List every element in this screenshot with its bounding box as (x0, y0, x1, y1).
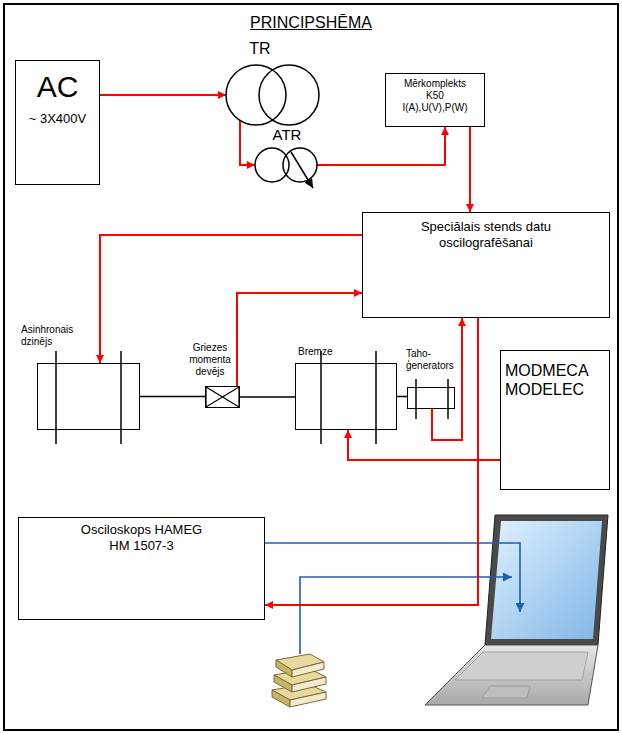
meter-text: Mērkomplekts K50 I(A),U(V),P(W) (397, 74, 473, 114)
source-name: AC (16, 61, 99, 105)
symbol-outline (226, 65, 322, 125)
software-box: MODMECA MODELEC (500, 350, 610, 490)
machine-flange (120, 351, 122, 444)
machine-flange (375, 351, 377, 444)
machine-flange (447, 379, 449, 419)
shaft-line (397, 396, 407, 398)
signal-wire (100, 94, 226, 96)
torque-sensor-label: Griezes momenta devējs (186, 342, 234, 378)
signal-wire (240, 120, 255, 165)
motor-box: Asinhronais dzinējs (37, 363, 140, 430)
oscilloscope-box: Osciloskops HAMEG HM 1507-3 (18, 517, 265, 620)
autotransformer-label: ATR (267, 126, 307, 144)
meter-box: Mērkomplekts K50 I(A),U(V),P(W) (385, 73, 485, 127)
shaft-line (240, 396, 295, 398)
machine-flange (415, 379, 417, 419)
torque-sensor-box: Griezes momenta devējs (205, 386, 240, 408)
brake-box: Bremze (295, 363, 397, 430)
data-link (300, 577, 512, 654)
title-bar: PRINCIPSHĒMA (0, 14, 622, 32)
transformer-symbol: TR (226, 65, 322, 125)
signal-wire (432, 318, 462, 440)
stand-box: Speciālais stends datu oscilografēšanai (362, 212, 610, 318)
machine-flange (320, 351, 322, 444)
brake-label: Bremze (298, 346, 388, 358)
source-voltage: ~ 3X400V (16, 105, 99, 127)
symbol-outline (206, 387, 239, 407)
tachogenerator-box: Taho- ģenerators (407, 387, 455, 409)
transformer-label: TR (240, 39, 280, 58)
symbol-outline (296, 364, 396, 429)
autotransformer-symbol: ATR (255, 148, 317, 182)
shaft-line (140, 396, 205, 398)
signal-wire (317, 127, 445, 165)
symbol-outline (38, 364, 139, 429)
books-icon (272, 654, 326, 707)
software-text: MODMECA MODELEC (501, 351, 597, 399)
machine-flange (55, 351, 57, 444)
stand-text: Speciālais stends datu oscilografēšanai (386, 213, 586, 250)
tachogenerator-label: Taho- ģenerators (406, 348, 462, 372)
symbol-outline (255, 148, 317, 182)
signal-wire (469, 127, 471, 212)
power-source-box: AC~ 3X400V (15, 60, 100, 185)
signal-wire (100, 235, 362, 363)
oscilloscope-text: Osciloskops HAMEG HM 1507-3 (77, 518, 207, 553)
symbol-outline (408, 388, 454, 408)
signal-wire (265, 318, 478, 605)
diagram-title: PRINCIPSHĒMA (250, 14, 372, 31)
motor-label: Asinhronais dzinējs (21, 324, 81, 348)
page-frame (4, 4, 618, 730)
